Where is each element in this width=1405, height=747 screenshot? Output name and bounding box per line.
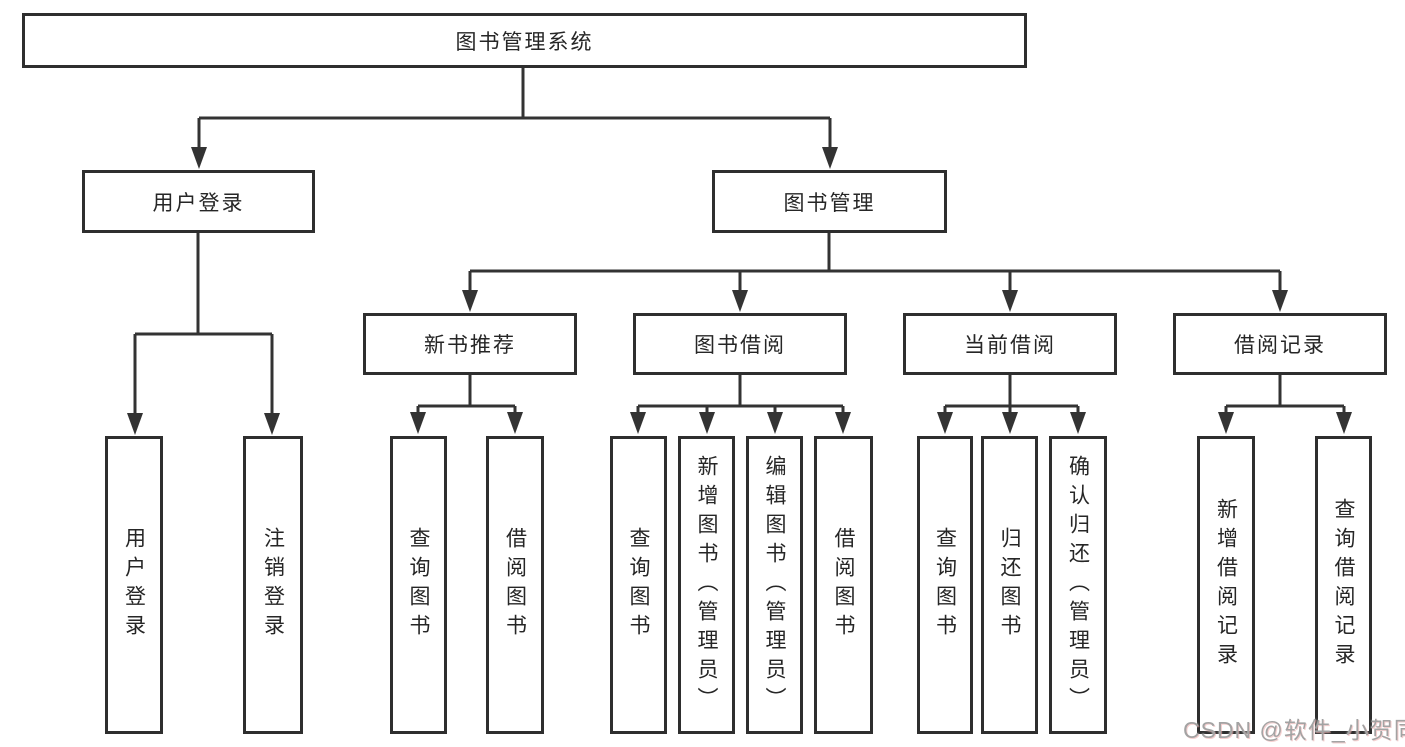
leaf-borrow-books: 借阅图书: [814, 436, 873, 734]
leaf-query-books-current: 查询图书: [917, 436, 973, 734]
node-current-borrowing: 当前借阅: [903, 313, 1117, 375]
leaf-add-books-admin: 新增图书（管理员）: [678, 436, 735, 734]
leaf-logout: 注销登录: [243, 436, 303, 734]
node-user-login-branch: 用户登录: [82, 170, 315, 233]
node-root-library-system: 图书管理系统: [22, 13, 1027, 68]
arrowhead-icons: [127, 147, 1352, 435]
leaf-query-borrow-record: 查询借阅记录: [1315, 436, 1372, 734]
node-book-management-branch: 图书管理: [712, 170, 947, 233]
node-borrowing-records: 借阅记录: [1173, 313, 1387, 375]
leaf-edit-books-admin: 编辑图书（管理员）: [746, 436, 803, 734]
csdn-watermark: CSDN @软件_小贺同学: [1183, 717, 1405, 743]
leaf-add-borrow-record: 新增借阅记录: [1197, 436, 1255, 734]
leaf-query-books-recommend: 查询图书: [390, 436, 447, 734]
leaf-return-books: 归还图书: [981, 436, 1038, 734]
leaf-confirm-return-admin: 确认归还（管理员）: [1049, 436, 1107, 734]
leaf-user-login: 用户登录: [105, 436, 163, 734]
leaf-query-books-borrowing: 查询图书: [610, 436, 667, 734]
leaf-borrow-books-recommend: 借阅图书: [486, 436, 544, 734]
node-new-book-recommend: 新书推荐: [363, 313, 577, 375]
node-book-borrowing: 图书借阅: [633, 313, 847, 375]
